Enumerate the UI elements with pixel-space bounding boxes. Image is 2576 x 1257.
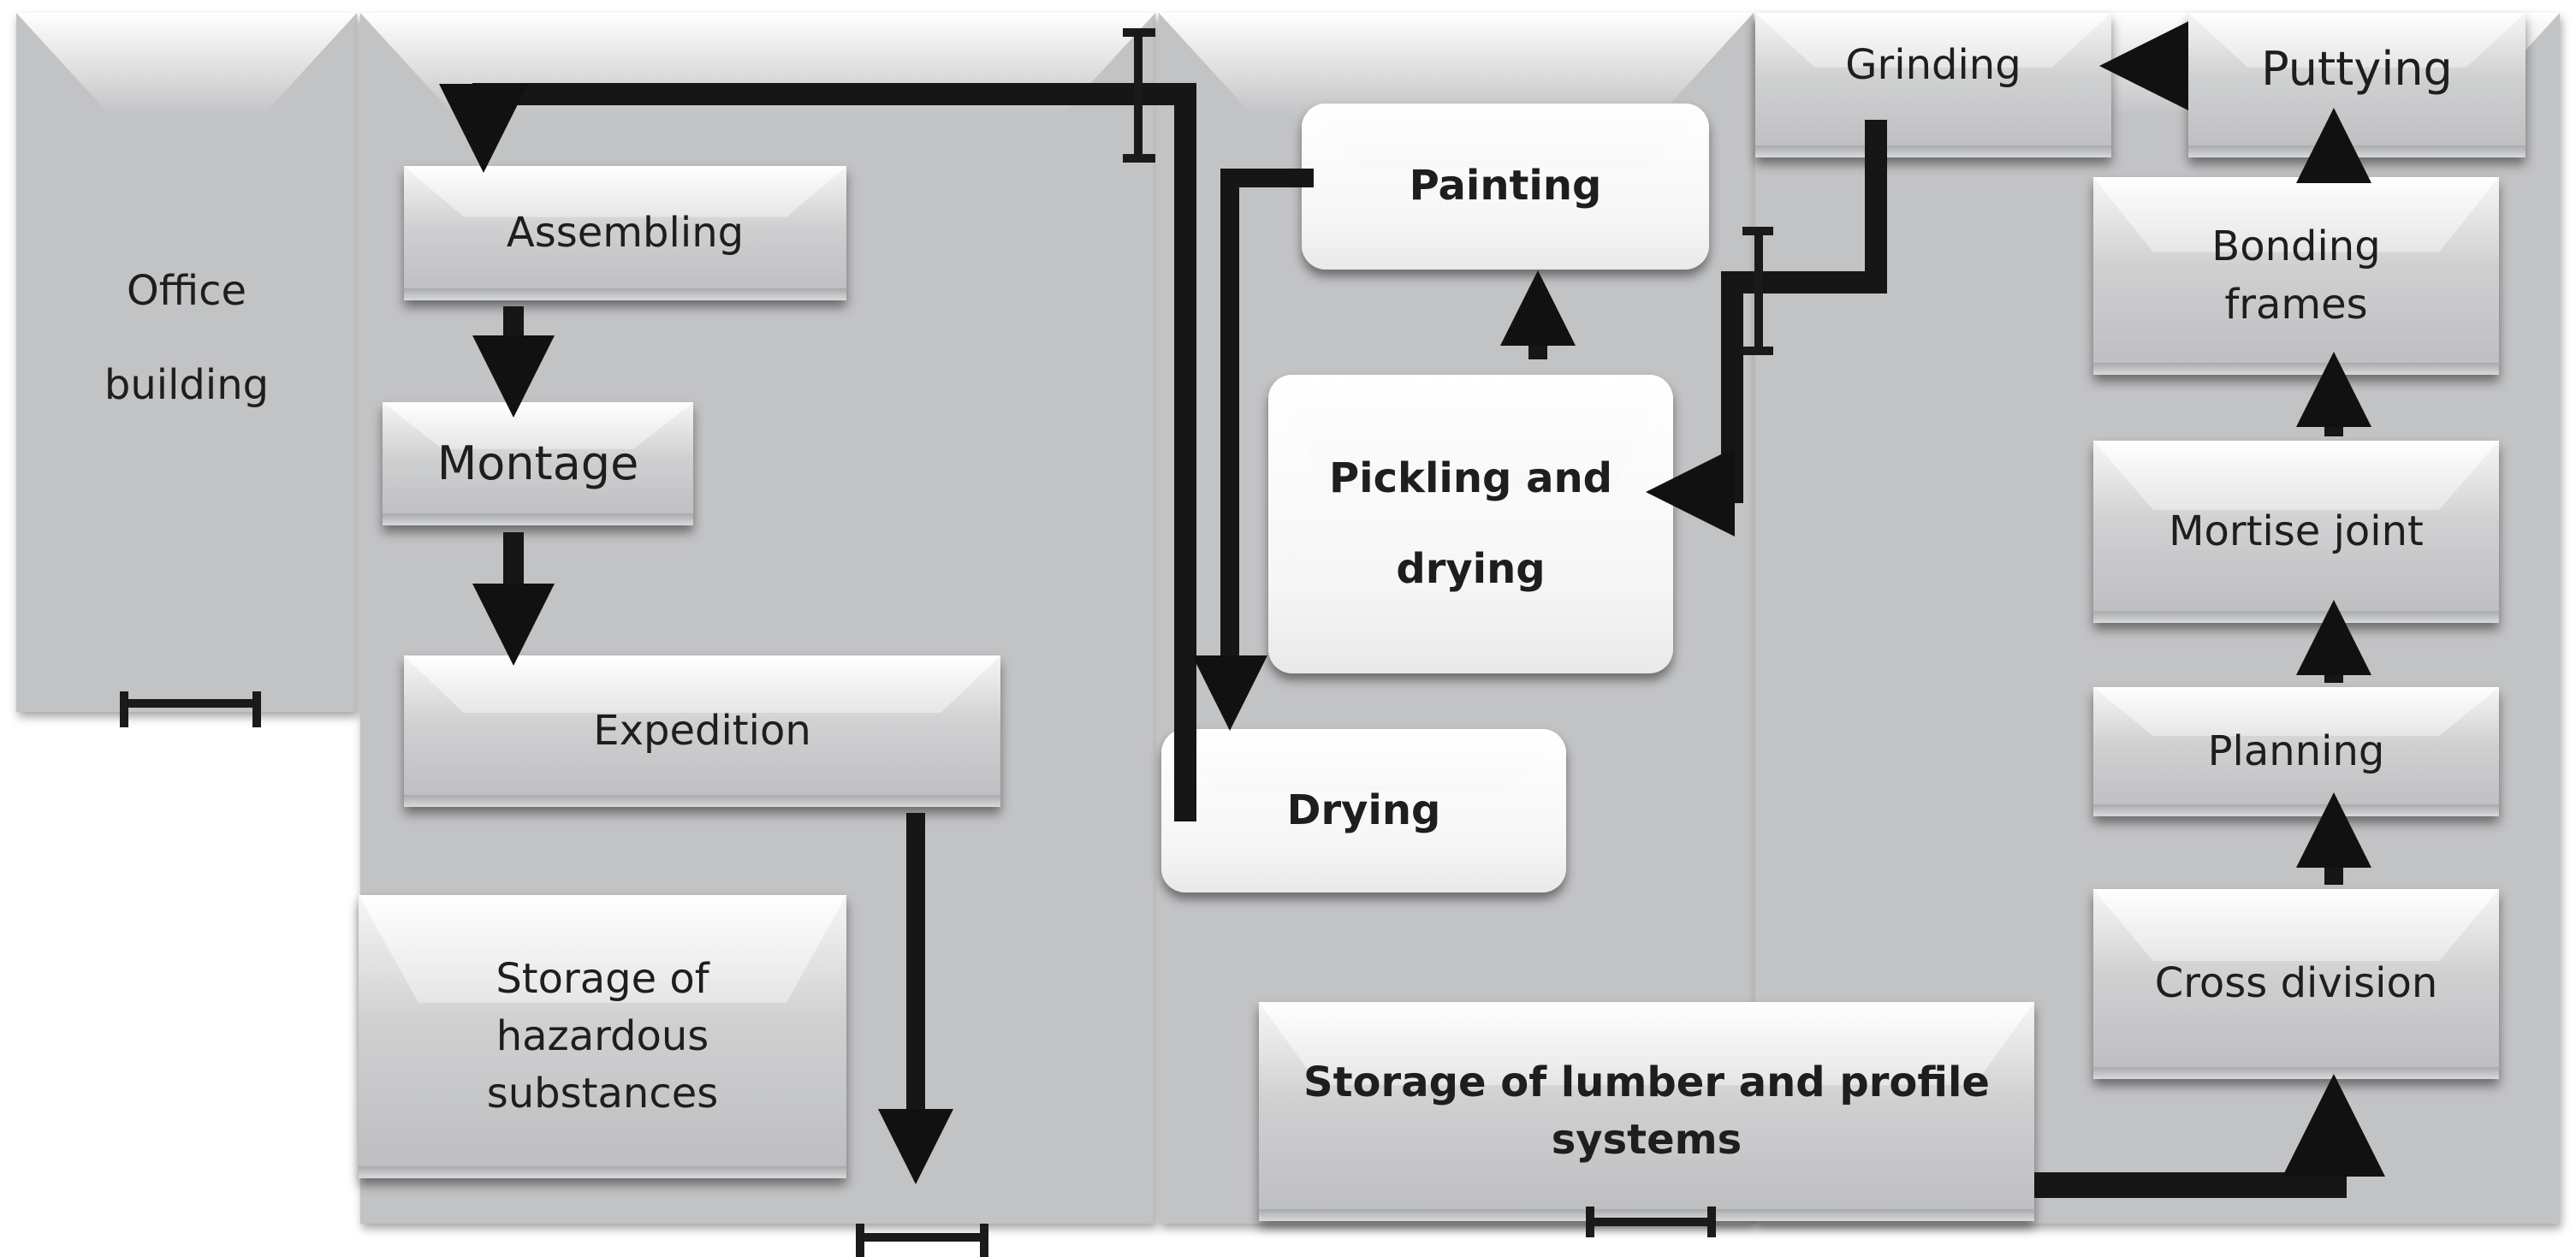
office-building: Office building [16,13,357,712]
station-bonding-frames: Bonding frames [2093,177,2499,375]
station-puttying: Puttying [2188,13,2526,157]
station-label: Bonding frames [2211,222,2381,329]
station-label: Mortise joint [2169,507,2424,555]
station-expedition: Expedition [404,655,1000,807]
station-painting: Painting [1302,104,1709,270]
station-mortise-joint: Mortise joint [2093,441,2499,623]
station-label: Storage of hazardous substances [486,954,719,1118]
station-label: Planning [2207,726,2385,775]
station-pickling-drying: Pickling and drying [1268,375,1673,673]
station-label: Grinding [1845,41,2021,89]
station-montage: Montage [383,402,693,525]
station-label: Painting [1409,162,1602,210]
station-cross-division: Cross division [2093,889,2499,1079]
station-label: Assembling [506,208,745,257]
station-label: Pickling and drying [1328,454,1613,593]
station-label: Drying [1286,786,1441,834]
office-building-label: Office building [104,267,270,409]
door-left-hall [856,1224,988,1257]
station-label: Expedition [593,706,811,755]
station-storage-lumber: Storage of lumber and profile systems [1259,1002,2034,1221]
station-label: Montage [436,436,639,491]
station-storage-hazardous: Storage of hazardous substances [359,895,846,1178]
station-grinding: Grinding [1755,13,2111,157]
station-assembling: Assembling [404,166,846,300]
station-drying: Drying [1161,729,1566,892]
station-planning: Planning [2093,687,2499,816]
station-label: Cross division [2154,959,2438,1008]
station-label: Puttying [2261,42,2453,96]
station-label: Storage of lumber and profile systems [1303,1058,1990,1164]
